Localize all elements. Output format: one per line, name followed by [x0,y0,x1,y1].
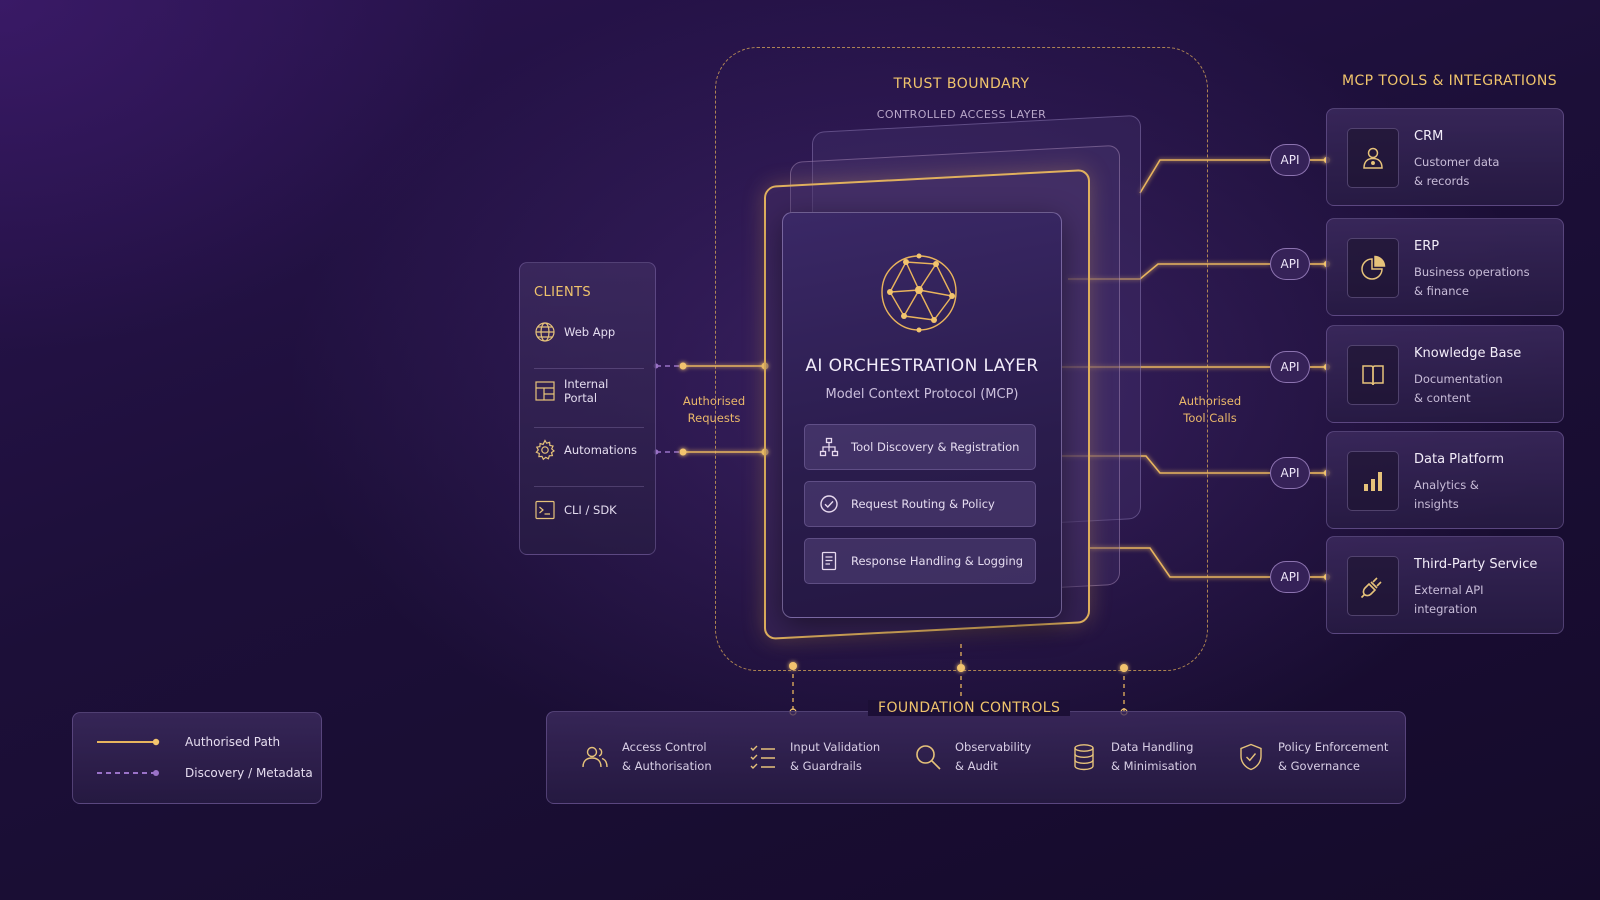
api-badge-crm: API [1270,144,1310,176]
client-label: CLI / SDK [564,503,617,517]
legend-label: Authorised Path [185,735,281,749]
authorised-tool-calls-label: Authorised Tool Calls [1178,394,1242,425]
users-icon [582,746,608,768]
trust-boundary [715,47,1208,671]
terminal-icon [535,500,555,520]
client-label: Internal Portal [564,377,609,405]
tools-heading: MCP TOOLS & INTEGRATIONS [1342,73,1557,89]
database-icon [1074,744,1094,771]
book-icon [1362,365,1384,386]
tool-description: Documentation & content [1414,372,1503,405]
client-label: Web App [564,325,616,339]
client-label: Automations [564,443,637,457]
tool-card-knowledge-base[interactable]: Knowledge Base Documentation & content [1326,325,1564,423]
tool-description: Analytics & insights [1414,478,1479,511]
checklist-icon [750,745,775,769]
control-label: Access Control & Authorisation [622,740,712,773]
control-data-handling[interactable]: Data Handling & Minimisation [1069,738,1197,776]
legend: Authorised Path Discovery / Metadata [72,712,322,804]
trust-boundary-title: TRUST BOUNDARY [893,76,1030,92]
client-automations[interactable]: Automations [534,435,644,465]
control-label: Policy Enforcement & Governance [1278,740,1389,773]
neural-network-icon [881,253,957,333]
document-icon [821,551,837,571]
api-badge-erp: API [1270,248,1310,280]
api-badge-knowledge-base: API [1270,351,1310,383]
control-access[interactable]: Access Control & Authorisation [580,738,712,776]
tool-name: Knowledge Base [1414,346,1522,361]
orchestration-subtitle: Model Context Protocol (MCP) [825,387,1019,402]
control-label: Input Validation & Guardrails [790,740,881,773]
client-cli-sdk[interactable]: CLI / SDK [534,495,644,525]
foundation-title: FOUNDATION CONTROLS [868,700,1071,716]
trust-boundary-subtitle: CONTROLLED ACCESS LAYER [876,108,1047,121]
dashboard-icon [535,381,555,401]
api-badge-third-party: API [1270,561,1310,593]
tool-card-data-platform[interactable]: Data Platform Analytics & insights [1326,431,1564,529]
feature-label: Tool Discovery & Registration [851,440,1020,454]
tool-description: Customer data & records [1414,155,1500,188]
legend-label: Discovery / Metadata [185,766,313,780]
api-badge-data-platform: API [1270,457,1310,489]
tool-card-third-party[interactable]: Third-Party Service External API integra… [1326,536,1564,634]
control-observability[interactable]: Observability & Audit [913,738,1031,776]
feature-request-routing[interactable]: Request Routing & Policy [804,481,1036,527]
legend-item-discovery: Discovery / Metadata [95,766,313,780]
clients-title: CLIENTS [534,285,592,300]
tool-name: ERP [1414,239,1440,254]
bar-chart-icon [1364,472,1382,491]
control-policy-enforcement[interactable]: Policy Enforcement & Governance [1236,738,1388,776]
solid-line-swatch [97,738,160,746]
control-input-validation[interactable]: Input Validation & Guardrails [748,738,880,776]
divider [534,427,644,428]
client-web-app[interactable]: Web App [534,317,644,347]
tool-name: CRM [1414,129,1444,144]
tool-card-erp[interactable]: ERP Business operations & finance [1326,218,1564,316]
foundation-controls-panel [546,711,1406,804]
authorised-requests-label: Authorised Requests [682,394,746,425]
tool-name: Data Platform [1414,452,1504,467]
client-internal-portal[interactable]: Internal Portal [534,376,644,406]
tool-card-crm[interactable]: CRM Customer data & records [1326,108,1564,206]
check-circle-icon [820,495,838,513]
feature-tool-discovery[interactable]: Tool Discovery & Registration [804,424,1036,470]
tool-description: Business operations & finance [1414,265,1530,298]
dashed-line-swatch [97,770,159,776]
control-label: Observability & Audit [955,740,1032,773]
control-label: Data Handling & Minimisation [1111,740,1197,773]
clients-panel: CLIENTS Web App Internal Portal Automati… [519,262,656,555]
shield-check-icon [1240,743,1262,771]
pie-chart-icon [1361,255,1386,280]
globe-icon [535,322,555,342]
divider [534,486,644,487]
plug-icon [1360,577,1382,599]
tool-description: External API integration [1414,583,1484,616]
hierarchy-icon [819,437,839,457]
magnifier-icon [916,745,941,770]
legend-item-authorised: Authorised Path [95,735,280,749]
tool-name: Third-Party Service [1414,557,1538,572]
feature-label: Response Handling & Logging [851,554,1024,568]
gear-icon [535,439,555,461]
orchestration-title: AI ORCHESTRATION LAYER [805,356,1039,376]
divider [534,368,644,369]
user-icon [1363,147,1383,169]
feature-response-handling[interactable]: Response Handling & Logging [804,538,1036,584]
feature-label: Request Routing & Policy [851,497,995,511]
